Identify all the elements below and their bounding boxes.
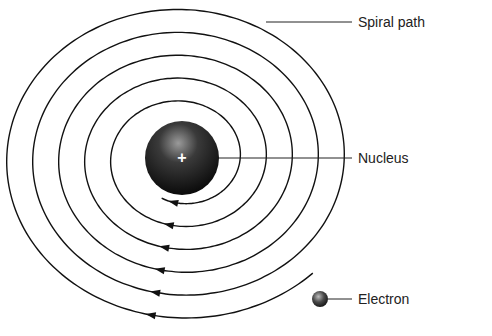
arrowhead (150, 290, 160, 297)
leader-line (328, 299, 352, 300)
charge-sign: + (177, 150, 186, 166)
part-label: Electron (358, 291, 409, 307)
part-label: Nucleus (358, 150, 409, 166)
leader-line (266, 22, 352, 23)
nucleus (145, 121, 219, 195)
spiral-path (7, 9, 345, 318)
arrowheads (146, 200, 179, 319)
arrowhead (168, 200, 179, 207)
arrowhead (159, 245, 169, 252)
arrowhead (164, 222, 175, 229)
arrowhead (155, 267, 165, 274)
part-label: Spiral path (358, 14, 425, 30)
electron (312, 291, 328, 307)
arrowhead (146, 312, 156, 319)
